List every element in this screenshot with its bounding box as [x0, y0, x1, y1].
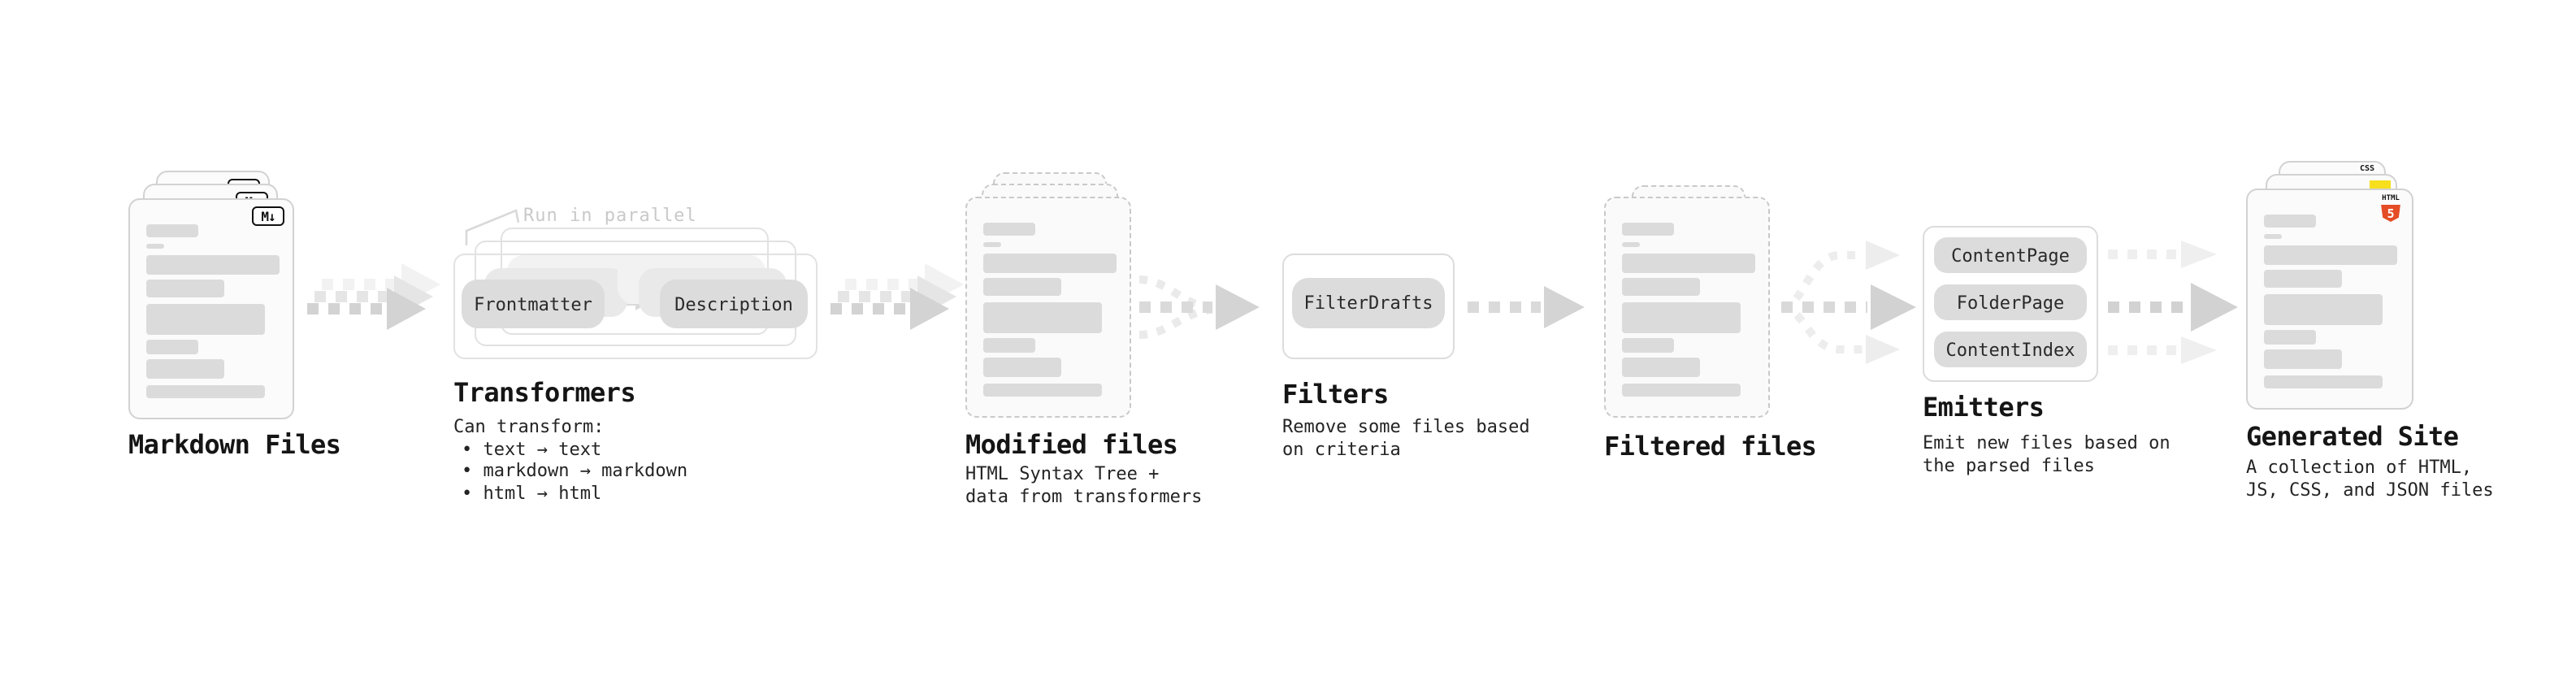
caption-item: • markdown → markdown	[462, 460, 688, 481]
emitters-caption: Emit new files based on the parsed files	[1923, 432, 2171, 478]
modified-file-card	[965, 197, 1131, 418]
html5-icon-word: HTML	[2382, 195, 2400, 203]
text-line-bar	[1622, 253, 1755, 272]
text-line-bar	[983, 223, 1035, 236]
html5-icon: HTML 5	[2379, 195, 2402, 222]
text-line-bar	[146, 384, 265, 397]
caption-line: on criteria	[1282, 439, 1401, 460]
caption-item: • text → text	[462, 438, 602, 459]
text-line-bar	[2264, 233, 2282, 239]
stage-label-transformers: Transformers	[453, 377, 636, 408]
text-line-bar	[146, 243, 164, 249]
text-line-bar	[983, 301, 1102, 332]
html5-icon-number: 5	[2387, 206, 2395, 220]
contentpage-box: ContentPage	[1934, 237, 2087, 273]
parallel-note: Run in parallel	[523, 205, 697, 226]
stage-label-filtered-files: Filtered files	[1604, 431, 1817, 462]
text-line-bar	[1622, 223, 1674, 236]
text-line-bar	[146, 359, 224, 379]
arrow-markdown-to-transformers	[307, 263, 440, 330]
text-line-bar	[1622, 301, 1741, 332]
caption-line: HTML Syntax Tree +	[965, 463, 1160, 484]
text-line-bar	[146, 279, 224, 297]
caption-line: JS, CSS, and JSON files	[2246, 479, 2494, 501]
text-line-bar	[2264, 375, 2383, 388]
contentindex-box: ContentIndex	[1934, 332, 2087, 367]
stage-label-modified-files: Modified files	[965, 429, 1178, 460]
markdown-icon: M↓	[252, 206, 284, 226]
text-line-bar	[146, 254, 280, 274]
caption-line: Emit new files based on	[1923, 432, 2171, 453]
text-line-bar	[2264, 349, 2342, 369]
text-line-bar	[1622, 338, 1674, 353]
text-line-bar	[1622, 241, 1640, 247]
transformers-panel	[453, 254, 817, 359]
arrow-modified-to-filters	[1138, 275, 1260, 339]
text-line-bar	[2264, 245, 2397, 264]
folderpage-box: FolderPage	[1934, 284, 2087, 320]
stage-label-generated-site: Generated Site	[2246, 421, 2459, 452]
text-line-bar	[2264, 293, 2383, 324]
description-box: Description	[660, 280, 808, 328]
filtered-file-card	[1604, 197, 1770, 418]
arrow-transformers-to-modified	[830, 263, 964, 330]
text-line-bar	[983, 241, 1001, 247]
filterdrafts-box: FilterDrafts	[1292, 278, 1445, 328]
markdown-file-card: M↓	[128, 198, 294, 419]
caption-title: Can transform:	[453, 416, 605, 437]
filters-caption: Remove some files based on criteria	[1282, 416, 1530, 462]
frontmatter-box: Frontmatter	[462, 280, 605, 328]
text-line-bar	[983, 358, 1061, 377]
css-icon-label: CSS	[2359, 164, 2375, 174]
modified-files-caption: HTML Syntax Tree + data from transformer…	[965, 463, 1202, 509]
text-line-bar	[1622, 383, 1741, 396]
arrow-filters-to-filtered	[1468, 286, 1585, 328]
arrow-filtered-to-emitters	[1780, 241, 1916, 364]
caption-line: A collection of HTML,	[2246, 457, 2473, 478]
text-line-bar	[146, 303, 265, 334]
text-line-bar	[2264, 330, 2316, 345]
arrow-emitters-to-generated	[2108, 241, 2238, 364]
text-line-bar	[983, 338, 1035, 353]
parallel-note-connector	[465, 209, 520, 245]
text-line-bar	[983, 253, 1117, 272]
generated-site-card: HTML 5	[2246, 189, 2413, 410]
text-line-bar	[1622, 277, 1700, 296]
caption-line: data from transformers	[965, 486, 1203, 507]
text-line-bar	[983, 277, 1061, 296]
html5-icon-shield: 5	[2381, 204, 2400, 222]
text-line-bar	[983, 383, 1102, 396]
generated-site-caption: A collection of HTML, JS, CSS, and JSON …	[2246, 457, 2494, 502]
text-line-bar	[2264, 269, 2342, 288]
text-line-bar	[146, 224, 198, 237]
stage-label-filters: Filters	[1282, 379, 1389, 410]
text-line-bar	[146, 340, 198, 354]
stage-label-markdown-files: Markdown Files	[128, 429, 341, 460]
text-line-bar	[1622, 358, 1700, 377]
caption-line: Remove some files based	[1282, 416, 1530, 437]
caption-line: the parsed files	[1923, 455, 2095, 476]
text-line-bar	[2264, 215, 2316, 228]
transformers-caption: Can transform: • text → text • markdown …	[453, 416, 687, 504]
caption-item: • html → html	[462, 482, 602, 503]
stage-label-emitters: Emitters	[1923, 392, 2045, 423]
